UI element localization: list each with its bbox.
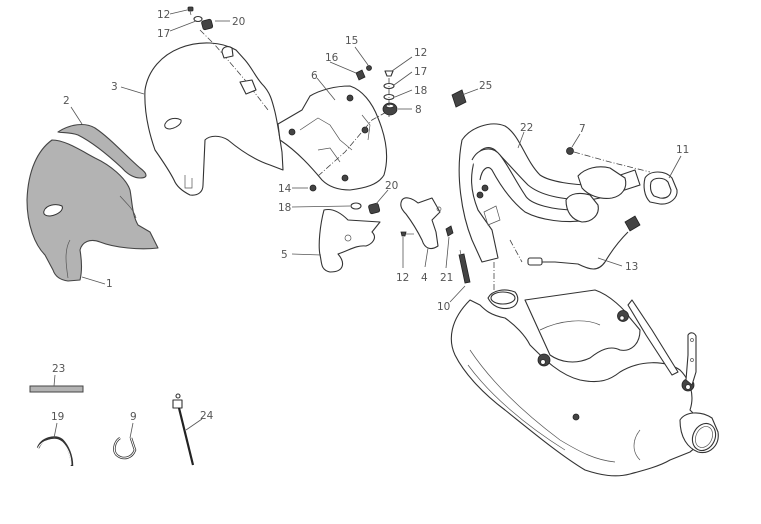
- heat-shield-grey-icon[interactable]: [26, 139, 159, 282]
- callout-6: 6: [311, 70, 318, 82]
- callout-9: 9: [130, 411, 137, 423]
- callout-23: 23: [52, 363, 65, 375]
- washer-icon[interactable]: [193, 15, 203, 23]
- callout-13: 13: [625, 261, 638, 273]
- callout-12-plate: 12: [396, 272, 409, 284]
- callout-14: 14: [278, 183, 292, 195]
- silencer-icon[interactable]: [450, 289, 720, 477]
- callout-1: 1: [106, 278, 113, 290]
- gasket-icon[interactable]: [643, 171, 678, 205]
- mounting-bracket-icon[interactable]: [277, 85, 391, 191]
- callout-2: 2: [63, 95, 70, 107]
- heat-shield-strip-icon[interactable]: [57, 123, 147, 179]
- callout-18-lower: 18: [278, 202, 291, 214]
- callout-20-lower: 20: [385, 180, 398, 192]
- exhaust-manifold-icon[interactable]: [458, 123, 641, 290]
- insulation-strip-icon[interactable]: [29, 385, 84, 393]
- callout-8: 8: [415, 104, 422, 116]
- callout-10: 10: [437, 301, 450, 313]
- leader-lines: [53, 9, 682, 439]
- callout-18-stack: 18: [414, 85, 427, 97]
- nut-icon[interactable]: [566, 147, 574, 155]
- callout-24: 24: [200, 410, 214, 422]
- nut-icon[interactable]: [309, 184, 317, 192]
- clip-icon[interactable]: [355, 69, 366, 81]
- screw-icon[interactable]: [366, 65, 372, 71]
- callout-17-stack: 17: [414, 66, 427, 78]
- shield-plate-icon[interactable]: [318, 208, 381, 273]
- rubber-spacer-icon[interactable]: [382, 102, 398, 116]
- spring-icon[interactable]: [458, 249, 471, 284]
- callout-17-top-left: 17: [157, 28, 170, 40]
- washer-icon[interactable]: [350, 202, 362, 210]
- screw-icon[interactable]: [187, 6, 194, 16]
- callout-22: 22: [520, 122, 533, 134]
- rubber-spacer-icon[interactable]: [201, 18, 214, 31]
- callout-3: 3: [111, 81, 118, 93]
- heat-shield-cover-icon[interactable]: [144, 29, 284, 196]
- callout-12-stack: 12: [414, 47, 427, 59]
- callout-12-top-left: 12: [157, 9, 170, 21]
- shield-plate-icon[interactable]: [400, 197, 442, 250]
- callout-21: 21: [440, 272, 453, 284]
- callout-7: 7: [579, 123, 586, 135]
- callout-15: 15: [345, 35, 358, 47]
- callout-5: 5: [281, 249, 288, 261]
- clamp-icon[interactable]: [113, 436, 137, 460]
- nut-icon[interactable]: [445, 225, 454, 237]
- lambda-sensor-icon[interactable]: [527, 215, 641, 270]
- callout-4: 4: [421, 272, 428, 284]
- cable-tie-icon[interactable]: [172, 393, 195, 466]
- callout-16: 16: [325, 52, 339, 64]
- screw-icon[interactable]: [384, 70, 394, 77]
- clamp-band-icon[interactable]: [36, 436, 74, 467]
- rubber-spacer-icon[interactable]: [368, 202, 381, 215]
- callout-11: 11: [676, 144, 689, 156]
- callout-25: 25: [479, 80, 492, 92]
- screw-icon[interactable]: [400, 231, 414, 237]
- callout-19: 19: [51, 411, 64, 423]
- callout-20-top-left: 20: [232, 16, 245, 28]
- connector-holder-icon[interactable]: [451, 89, 467, 108]
